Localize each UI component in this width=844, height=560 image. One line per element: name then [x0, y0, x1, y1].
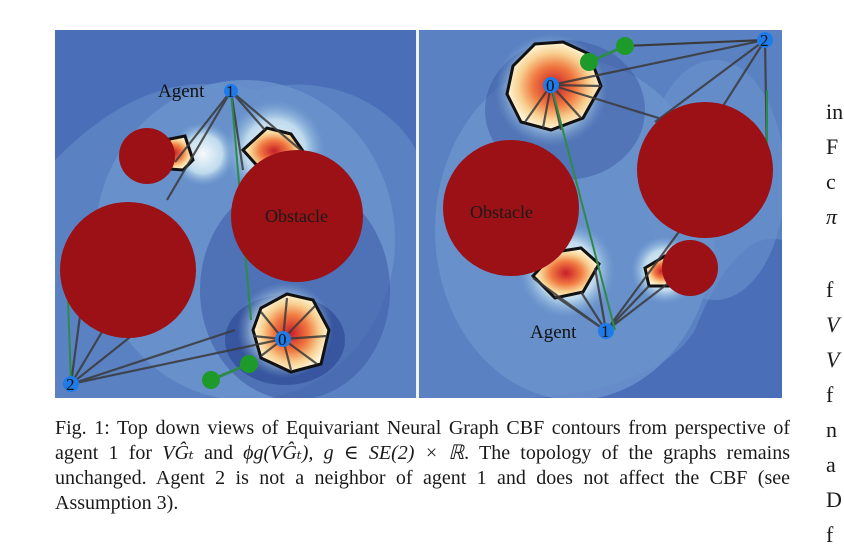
caption-text-2: and [193, 442, 244, 464]
agent-2-number-right: 2 [760, 31, 769, 50]
side-line: a [826, 452, 836, 477]
side-line: π [826, 204, 838, 229]
side-line: F [826, 134, 839, 159]
right-panel: Obstacle 0 2 Agent 1 [419, 30, 782, 398]
caption-text-3: . The topology of the graphs remains unc… [55, 442, 790, 514]
left-panel: Obstacle Agent 1 0 2 [55, 30, 416, 398]
agent-0-dot-left [275, 331, 291, 347]
agent-1-number-left: 1 [226, 82, 235, 101]
side-line: f [826, 522, 834, 547]
caption-math-1: VĜₜ [162, 442, 194, 464]
obstacle-label-right: Obstacle [470, 202, 533, 222]
caption-text-1: Fig. 1: Top down views of Equivariant Ne… [55, 417, 790, 464]
agent-2-dot-right [757, 32, 773, 48]
agent-2-number-left: 2 [66, 375, 75, 394]
figure: Obstacle Agent 1 0 2 [55, 30, 782, 398]
agent-0-number-left: 0 [278, 330, 287, 349]
figure-caption: Fig. 1: Top down views of Equivariant Ne… [55, 416, 790, 516]
agent-0-number-right: 0 [546, 76, 555, 95]
agent-1-dot-left [224, 84, 238, 98]
side-line: f [826, 277, 834, 302]
side-line: V [826, 312, 840, 337]
side-line: f [826, 382, 834, 407]
agent-2-dot-left [63, 376, 79, 392]
side-line: D [826, 487, 842, 512]
adjacent-column-text: in F c π f V V f n a D f [826, 0, 844, 560]
side-line: in [826, 99, 844, 124]
agent-1-label-right: Agent [530, 322, 577, 343]
agent-0-dot-right [543, 77, 559, 93]
obstacle-label-left: Obstacle [265, 206, 328, 226]
agent-1-number-right: 1 [601, 322, 610, 341]
caption-math-2: ϕg(VĜₜ), g ∈ SE(2) × ℝ [243, 442, 465, 464]
side-line: c [826, 169, 836, 194]
agent-1-dot-right [598, 323, 614, 339]
side-line: n [826, 417, 837, 442]
side-line: V [826, 347, 840, 372]
agent-1-label-left: Agent [158, 81, 205, 102]
